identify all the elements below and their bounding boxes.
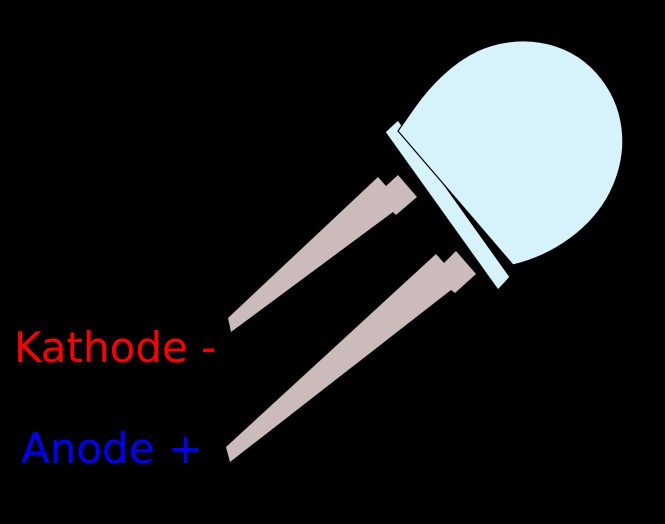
led-flange-rim — [384, 119, 511, 291]
led-epoxy-dome — [397, 40, 624, 266]
cathode-label: Kathode - — [14, 323, 217, 372]
led-epoxy-dome-shape — [397, 40, 624, 266]
cathode-lead — [228, 175, 417, 332]
led-flange-rim-shape — [384, 119, 511, 291]
anode-lead-shape — [226, 251, 476, 462]
cathode-lead-shape — [228, 175, 417, 332]
anode-lead — [226, 251, 476, 462]
anode-label: Anode + — [21, 424, 204, 473]
